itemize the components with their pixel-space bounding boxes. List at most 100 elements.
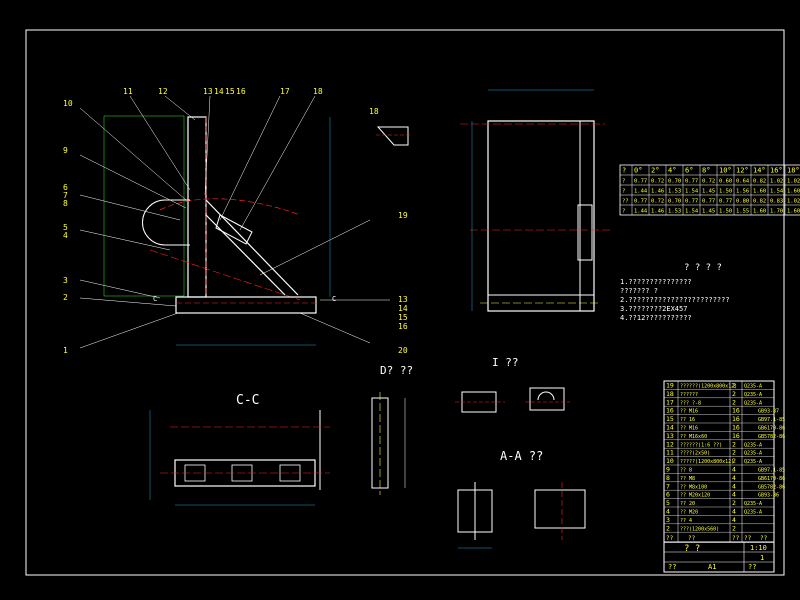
balloon-12: 12: [158, 87, 168, 96]
load-table-cell: 1.02: [770, 179, 783, 185]
parts-list-desc: ?? 20: [680, 501, 695, 507]
load-table-cell: 1.54: [770, 189, 784, 195]
load-table-cell: 1.54: [685, 189, 699, 195]
section-cc-view: [149, 410, 330, 506]
parts-list-standard: GB97.1-85: [758, 417, 785, 423]
notes-line-3: 2.????????????????????????: [620, 296, 730, 304]
detail-18-view: [376, 126, 412, 146]
load-table-cell: 1.70: [770, 209, 783, 215]
load-table-header-cell: 4°: [668, 167, 676, 175]
parts-list-no: 18: [666, 390, 674, 398]
parts-list-qty: 2: [732, 457, 736, 465]
load-table-header-cell: 6°: [685, 167, 693, 175]
parts-list-header-cell: ??: [744, 535, 752, 542]
parts-list-no: 12: [666, 440, 674, 448]
load-table-header-cell: 2°: [651, 167, 659, 175]
title-block-part-name: ? ?: [684, 544, 700, 554]
parts-list-qty: 4: [732, 491, 736, 499]
balloon-5: 5: [63, 223, 68, 232]
load-table-cell: ?: [622, 189, 625, 195]
leader-2: [79, 297, 177, 307]
load-table-cell: 0.72: [651, 199, 664, 205]
leader-1: [79, 312, 179, 349]
load-table-cell: 0.77: [685, 199, 698, 205]
parts-list-qty: 4: [732, 482, 736, 490]
parts-list-qty: 16: [732, 407, 740, 415]
parts-list-desc: ??????(1:6 ??): [680, 442, 722, 448]
parts-list-no: 19: [666, 382, 674, 390]
view-d-title: D? ??: [380, 364, 413, 377]
notes-line-5: 4.??12???????????: [620, 314, 692, 322]
load-table-cell: 1.55: [736, 209, 749, 215]
load-table-frame: [619, 164, 800, 216]
side-frame: [487, 120, 595, 312]
load-table-cell: 1.45: [702, 209, 715, 215]
load-table-header-cell: 18°: [787, 167, 800, 175]
balloon-15: 15: [225, 87, 235, 96]
parts-list-material: Q235-A: [744, 501, 762, 507]
parts-list-qty: 2: [732, 449, 736, 457]
parts-list-material: Q235-A: [744, 451, 762, 457]
load-table-cell: 1.44: [634, 189, 648, 195]
parts-list-no: 10: [666, 457, 674, 465]
load-table-header-cell: 12°: [736, 167, 749, 175]
parts-list-standard: GB93-87: [758, 409, 779, 415]
balloon-20: 20: [398, 346, 408, 355]
leader-20: [299, 312, 371, 344]
balloon-11: 11: [123, 87, 133, 96]
parts-list-qty: 16: [732, 415, 740, 423]
parts-list-no: 16: [666, 407, 674, 415]
parts-list-qty: 16: [732, 424, 740, 432]
gusset-plate: [215, 214, 253, 245]
notes-line-2: ??????? ?: [620, 287, 658, 295]
parts-list-material: Q235-A: [744, 510, 762, 516]
load-table-cell: 1.50: [719, 209, 732, 215]
load-table-cell: 1.53: [668, 189, 681, 195]
title-block-size: A1: [708, 563, 716, 571]
parts-list-qty: 4: [732, 466, 736, 474]
parts-list-standard: GB6170-86: [758, 426, 785, 432]
parts-list-qty: 2: [732, 382, 736, 390]
parts-list-no: 14: [666, 424, 674, 432]
parts-list-header-cell: ??: [688, 535, 696, 542]
leader-9: [79, 154, 187, 209]
load-table-cell: 1.60: [787, 209, 800, 215]
load-table-cell: 1.60: [787, 189, 800, 195]
balloon-7: 7: [63, 191, 68, 200]
load-table-cell: ?: [622, 179, 625, 185]
load-table-cell: 1.56: [736, 189, 749, 195]
load-table-cell: 0.70: [668, 199, 681, 205]
load-table-cell: 0.60: [719, 179, 732, 185]
parts-list-qty: 2: [732, 398, 736, 406]
load-table-cell: 1.60: [753, 189, 766, 195]
load-table-header-cell: 14°: [753, 167, 766, 175]
load-table-cell: 0.72: [702, 179, 715, 185]
parts-list-desc: ?? 16: [680, 417, 695, 423]
parts-list-no: 3: [666, 516, 670, 524]
parts-list-qty: 2: [732, 440, 736, 448]
leader-18: [239, 95, 316, 231]
balloon-4: 4: [63, 231, 68, 240]
parts-list-desc: ??????: [680, 392, 698, 398]
parts-list-no: 8: [666, 474, 670, 482]
parts-list-material: Q235-A: [744, 392, 762, 398]
leader-8: [79, 194, 181, 221]
detail-i-title: I ??: [492, 356, 519, 369]
load-table-cell: 1.60: [753, 209, 766, 215]
title-block-sheet: 1: [760, 554, 764, 562]
parts-list-standard: GB93-86: [758, 493, 779, 499]
load-table-cell: 0.77: [634, 179, 647, 185]
detail-i-view: [455, 387, 570, 413]
leader-11: [129, 95, 191, 191]
balloon-14: 14: [214, 87, 224, 96]
balloon-9: 9: [63, 146, 68, 155]
notes-line-1: 1.???????????????: [620, 278, 692, 286]
load-table-cell: 1.02: [787, 179, 800, 185]
section-marker-c-left: C: [153, 295, 157, 303]
brace-inner: [205, 214, 286, 296]
load-table-cell: ??: [622, 199, 629, 205]
balloon-15r: 15: [398, 313, 408, 322]
